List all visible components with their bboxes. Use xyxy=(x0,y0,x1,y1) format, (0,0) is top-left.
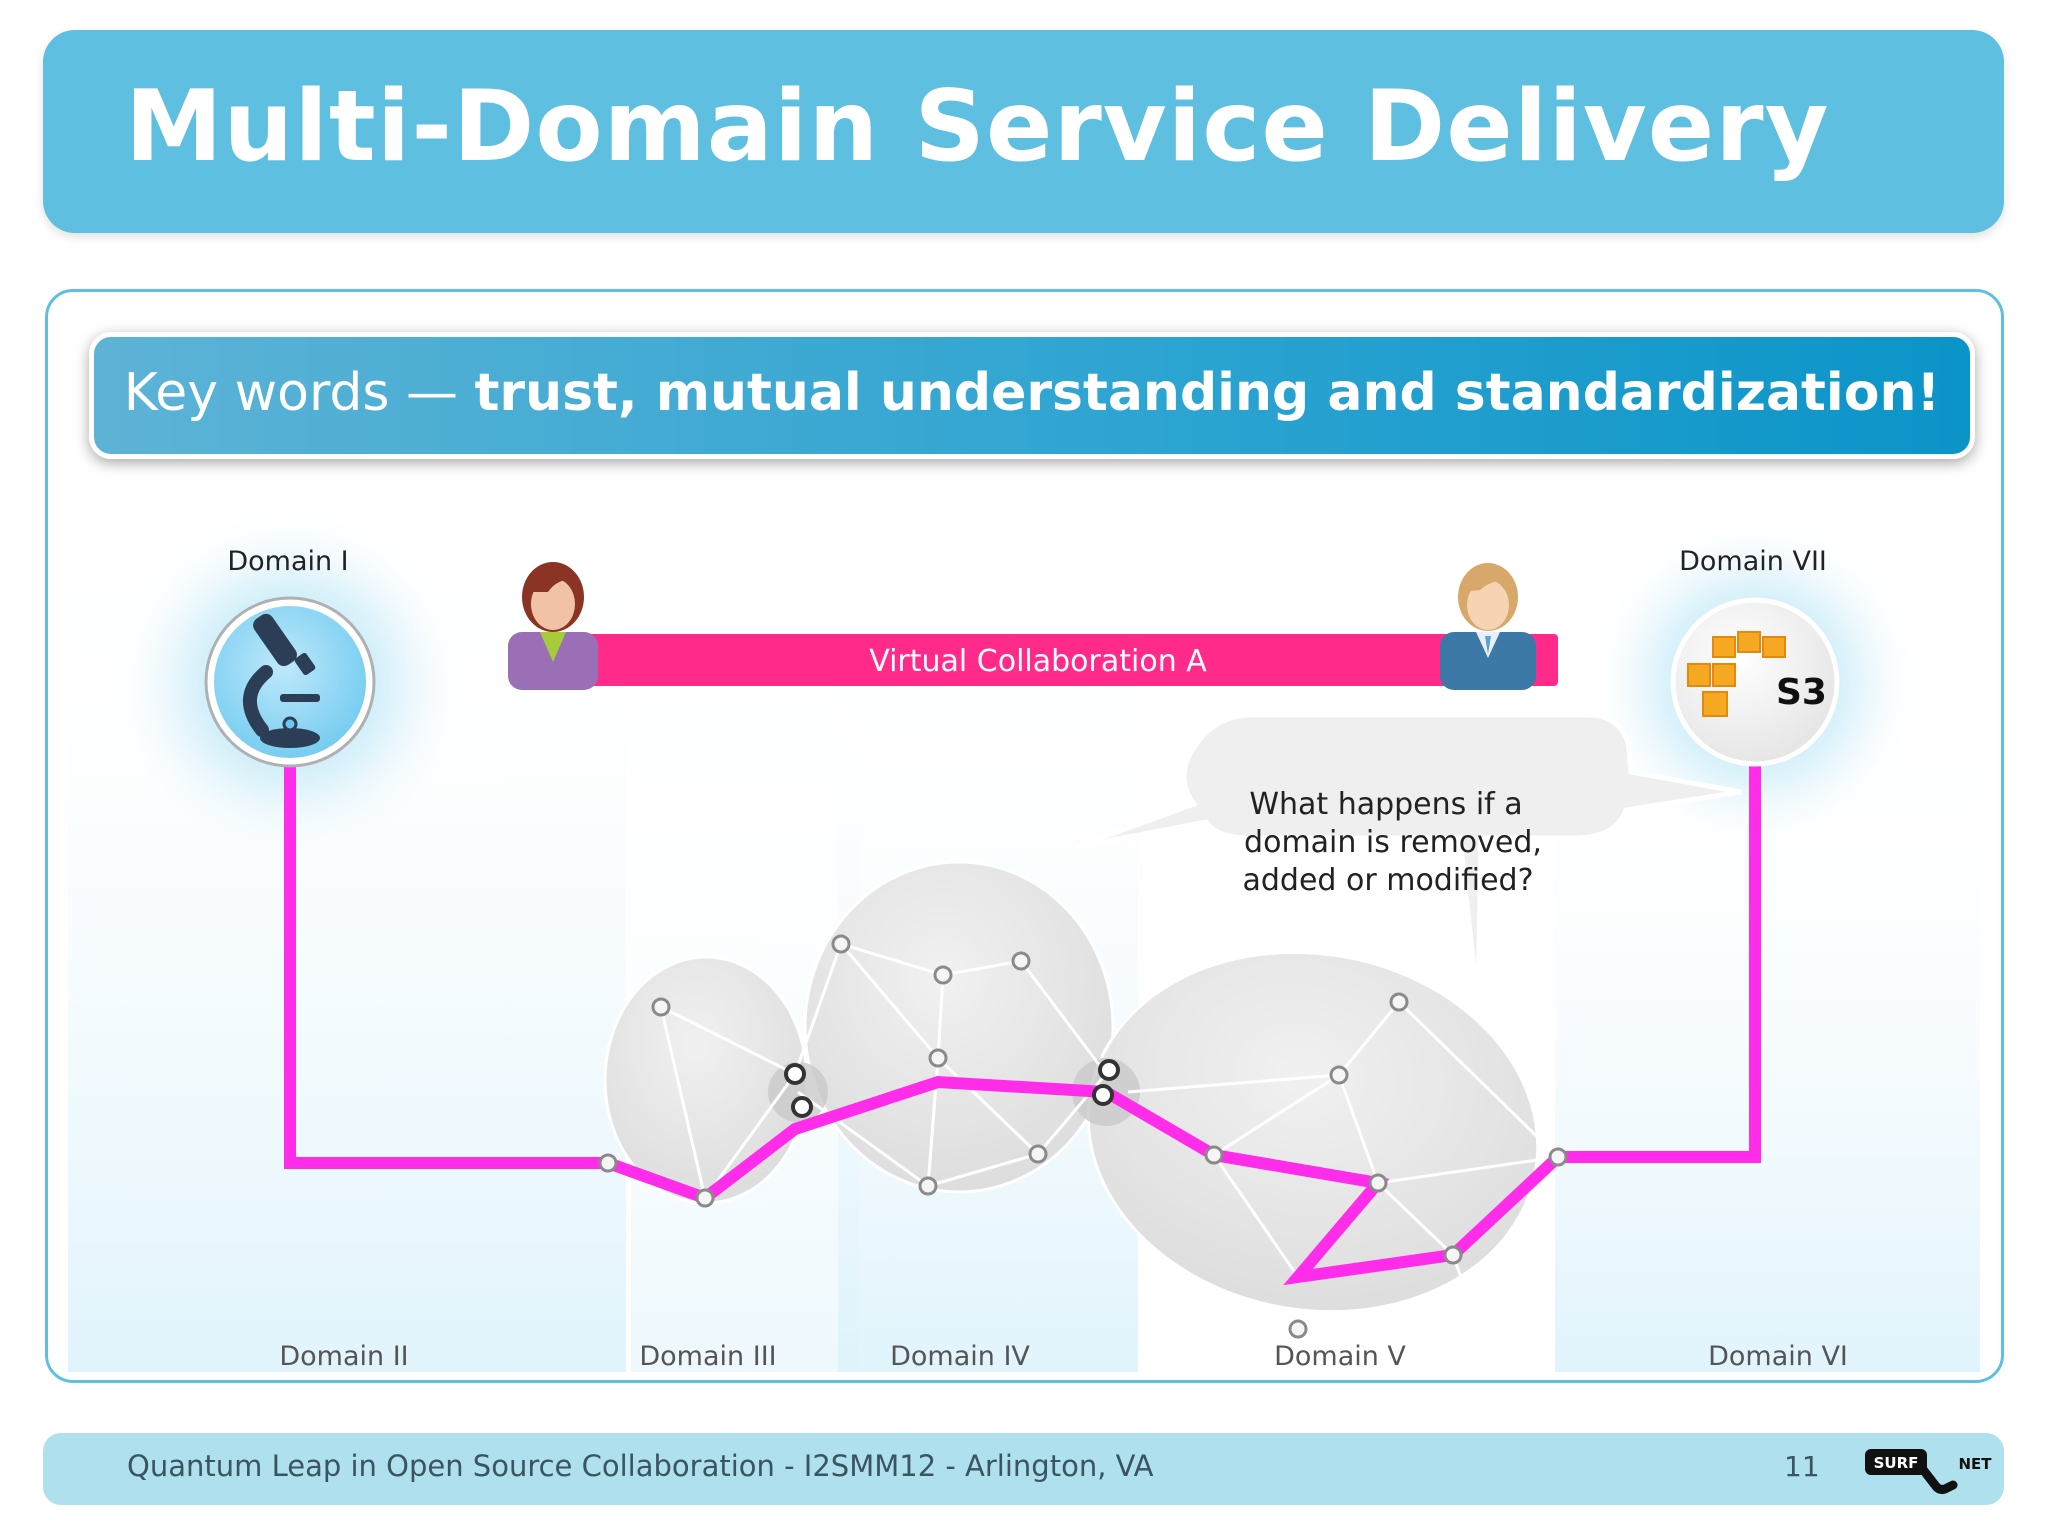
footer-bar: Quantum Leap in Open Source Collaboratio… xyxy=(43,1433,2004,1505)
keywords-emphasis: trust, mutual understanding and standard… xyxy=(474,363,1941,423)
surfnet-logo: SURF NET xyxy=(1865,1449,1992,1494)
diagram-panel: Virtual Collaboration A xyxy=(45,289,2004,1383)
s3-label: S3 xyxy=(1776,672,1827,713)
network-diagram: Virtual Collaboration A xyxy=(68,492,1980,1372)
domain-2-label: Domain II xyxy=(279,1341,408,1372)
keywords-lead: Key words — xyxy=(123,363,475,423)
collaboration-bar xyxy=(518,634,1558,686)
callout-bubble xyxy=(1075,712,1742,1008)
aws-s3-icon: S3 xyxy=(1670,597,1840,767)
service-path xyxy=(284,729,1761,1286)
page-title: Multi-Domain Service Delivery xyxy=(125,70,1830,184)
domain-4-cloud xyxy=(803,860,1115,1194)
border-nodes xyxy=(784,1059,1120,1118)
callout-line-2: domain is removed, xyxy=(1244,825,1542,860)
female-user-icon xyxy=(508,562,598,690)
keywords-banner: Key words — trust, mutual understanding … xyxy=(89,332,1975,459)
network-nodes xyxy=(598,934,1568,1339)
network-edges xyxy=(659,942,1560,1298)
microscope-icon xyxy=(204,596,376,768)
domain-4-label: Domain IV xyxy=(890,1341,1030,1372)
domain-6-label: Domain VI xyxy=(1708,1341,1848,1372)
keywords-text: Key words — trust, mutual understanding … xyxy=(94,363,1970,423)
domain-3-label: Domain III xyxy=(639,1341,776,1372)
domain-1-label: Domain I xyxy=(227,546,348,577)
title-bar: Multi-Domain Service Delivery xyxy=(43,30,2004,233)
male-user-icon xyxy=(1440,563,1536,690)
collaboration-label: Virtual Collaboration A xyxy=(869,644,1207,679)
logo-left-text: SURF xyxy=(1874,1454,1919,1472)
domain-5-label: Domain V xyxy=(1274,1341,1406,1372)
callout-line-3: added or modified? xyxy=(1242,863,1533,898)
page-number: 11 xyxy=(1784,1450,1820,1483)
footer-text: Quantum Leap in Open Source Collaboratio… xyxy=(127,1449,1154,1483)
logo-right-text: NET xyxy=(1958,1455,1992,1473)
callout-line-1: What happens if a xyxy=(1249,787,1522,822)
domain-7-label: Domain VII xyxy=(1679,546,1827,577)
